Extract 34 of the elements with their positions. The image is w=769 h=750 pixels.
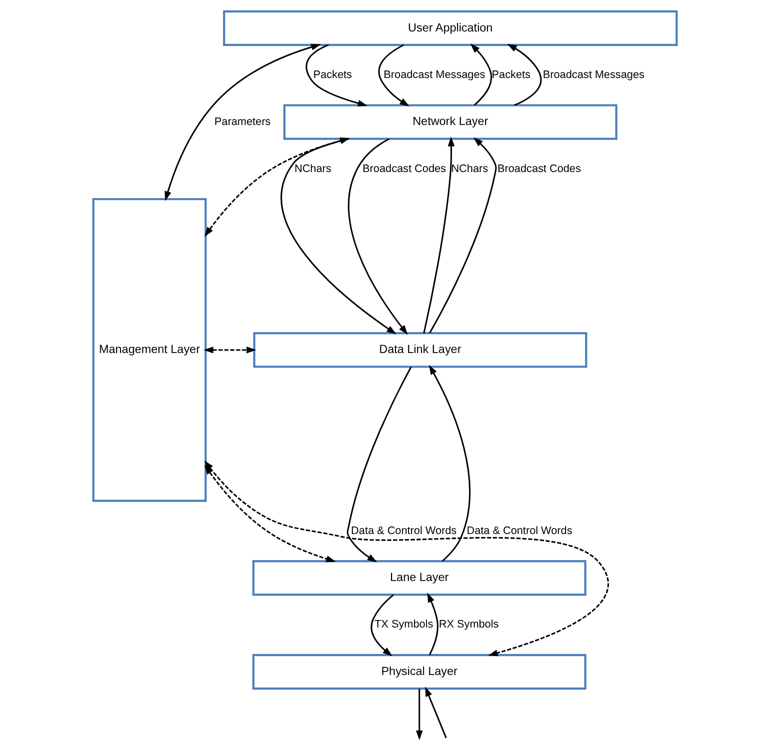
arrow (378, 44, 409, 106)
edge-label: Packets (312, 68, 352, 81)
edge-label: NChars (294, 162, 331, 175)
arrow (203, 346, 256, 354)
node-box: Data Link Layer (252, 332, 587, 368)
node-box: User Application (222, 10, 678, 46)
edge-label: TX Symbols (374, 618, 433, 631)
arrow (422, 136, 454, 334)
node-box: Lane Layer (252, 560, 586, 596)
arrow (415, 688, 422, 740)
node-box: Network Layer (282, 104, 617, 140)
arrow (428, 137, 496, 334)
edge-label: Broadcast Messages (542, 68, 644, 81)
edge-label: Data & Control Words (350, 524, 456, 537)
edge-label: Broadcast Messages (383, 68, 485, 81)
edge-label: Broadcast Codes (496, 162, 580, 175)
edge-label: Parameters (214, 116, 270, 128)
arrow (506, 44, 542, 106)
arrow (305, 44, 368, 107)
node-box: Physical Layer (252, 654, 586, 690)
arrow (426, 592, 438, 656)
edge-label: RX Symbols (438, 618, 498, 631)
arrow (470, 44, 492, 106)
arrow (347, 138, 408, 335)
edge-label: Packets (491, 68, 530, 81)
edge-label: Broadcast Codes (362, 162, 446, 175)
arrow (428, 364, 470, 562)
node-box: Management Layer (92, 198, 206, 502)
arrow (370, 594, 394, 656)
edge-label: Data & Control Words (466, 524, 572, 537)
arrow (164, 44, 320, 202)
arrow (346, 366, 412, 562)
arrow (424, 686, 446, 738)
edge-label: NChars (450, 162, 488, 175)
